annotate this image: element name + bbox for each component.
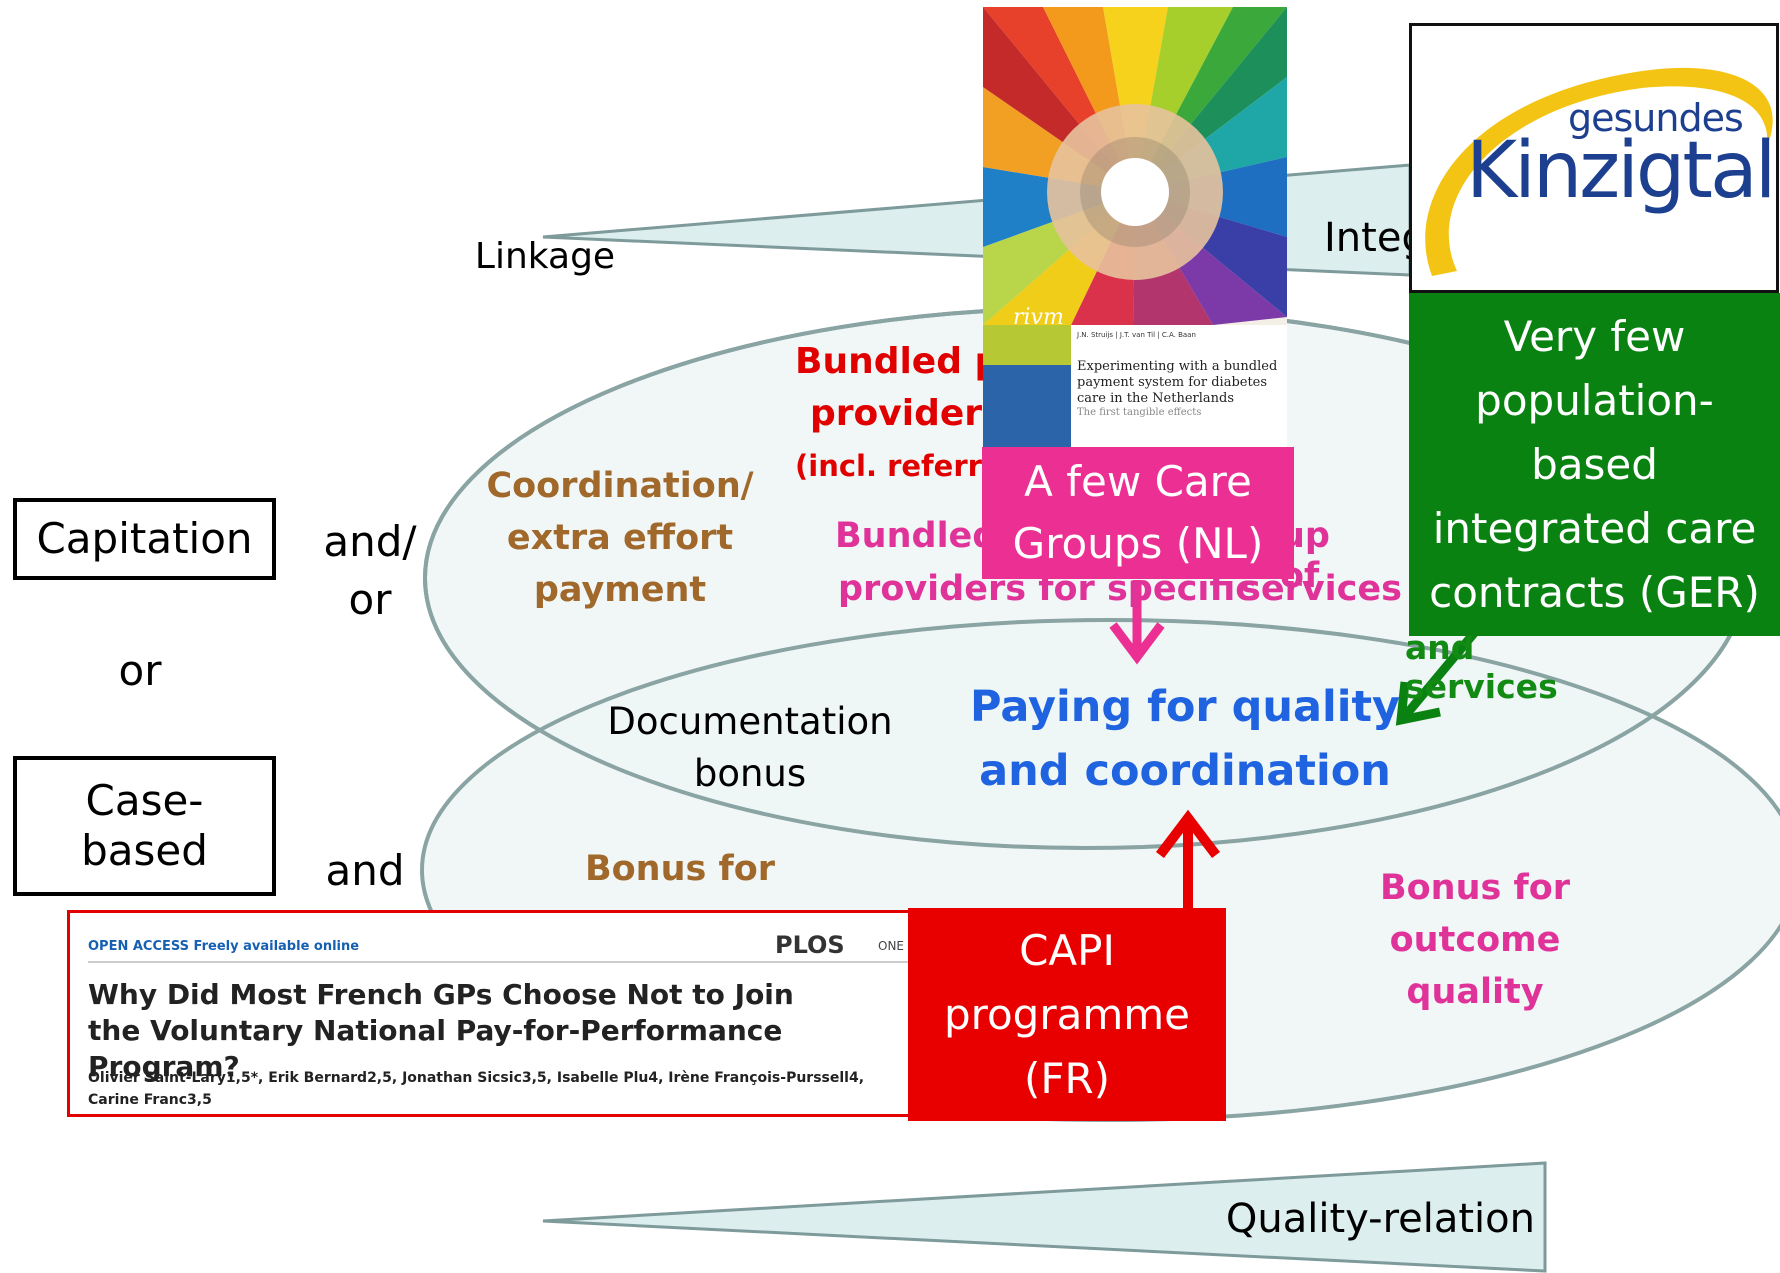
quality-relation-label: Quality-relation: [1225, 1196, 1535, 1242]
cover-title: Experimenting with a bundled payment sys…: [1077, 359, 1278, 406]
capitation-label: Capitation: [36, 513, 253, 563]
or-label: or: [118, 646, 162, 695]
capi-programme-callout: CAPI programme (FR): [908, 908, 1226, 1121]
paying-line-2: and coordination: [979, 746, 1391, 796]
open-access-label: OPEN ACCESS Freely available online: [88, 939, 360, 954]
and-or-label: and/ or: [315, 513, 425, 629]
bundled-payment-line-3: (incl. referra: [795, 449, 1002, 483]
logo-line-2: Kinzigtal: [1466, 126, 1776, 216]
logo-line-1: gesundes: [1568, 96, 1744, 140]
and-services-label: and services: [1405, 628, 1558, 706]
ger-arrow-head: [1395, 681, 1441, 726]
linkage-label: Linkage: [474, 236, 616, 277]
care-groups-line-2: Groups (NL): [1012, 519, 1264, 568]
paying-line-1: Paying for quality: [969, 682, 1401, 732]
ger-line-2: population-: [1475, 375, 1714, 425]
plos-one-label: ONE: [878, 939, 905, 953]
coordination-payment-label: Coordination/ extra effort payment: [485, 460, 755, 616]
and-or-line-2: or: [348, 575, 392, 624]
care-groups-callout: A few Care Groups (NL): [982, 447, 1294, 579]
care-groups-line-1: A few Care: [1024, 457, 1252, 506]
bonus-outcome-line-2: outcome: [1389, 920, 1561, 960]
case-based-line-1: Case-: [85, 775, 204, 825]
rivm-brand: rivm: [1013, 305, 1064, 330]
plos-divider: [88, 961, 918, 963]
documentation-bonus-label: Documentation bonus: [600, 696, 900, 800]
case-based-line-2: based: [81, 826, 208, 875]
kinzigtal-logo: gesundes Kinzigtal: [1409, 23, 1779, 293]
ger-contracts-callout: Very few population- based integrated ca…: [1409, 293, 1780, 636]
case-based-box: Case- based: [13, 756, 276, 896]
cover-subtitle: The first tangible effects: [1077, 407, 1202, 418]
ger-arrow-shaft: [1401, 629, 1479, 719]
ger-line-3: based: [1531, 439, 1658, 489]
care-groups-arrow-head: [1109, 622, 1165, 665]
coordination-line-2: extra effort: [506, 518, 734, 558]
capi-line-3: (FR): [1023, 1053, 1111, 1103]
bonus-outcome-line-1: Bonus for: [1379, 868, 1571, 908]
capitation-box: Capitation: [13, 498, 276, 580]
documentation-line-2: bonus: [693, 752, 807, 795]
cover-authors: J.N. Struijs | J.T. van Til | C.A. Baan: [1077, 331, 1196, 339]
ger-line-4: integrated care: [1432, 503, 1757, 553]
quality-relation-wedge: [542, 1161, 1547, 1273]
plos-brand: PLOS: [775, 931, 845, 959]
bonus-outcome-line-3: quality: [1406, 972, 1544, 1012]
bundled-group-left: Bundled: [835, 516, 998, 556]
ger-line-1: Very few: [1503, 311, 1686, 361]
documentation-line-1: Documentation: [607, 700, 893, 743]
coordination-line-1: Coordination/: [486, 466, 754, 506]
bonus-outcome-quality-label: Bonus for outcome quality: [1360, 862, 1590, 1018]
plos-authors: Olivier Saint-Lary1,5*, Erik Bernard2,5,…: [88, 1070, 865, 1108]
logo-swoosh: [1425, 67, 1773, 276]
plos-title: Why Did Most French GPs Choose Not to Jo…: [88, 978, 794, 1083]
capi-line-2: programme: [943, 989, 1191, 1039]
paying-for-quality-label: Paying for quality and coordination: [960, 675, 1410, 803]
cover-text-panel: J.N. Struijs | J.T. van Til | C.A. Baan …: [1071, 325, 1287, 447]
plos-article-header: OPEN ACCESS Freely available online PLOS…: [67, 910, 927, 1117]
capi-line-1: CAPI: [1019, 925, 1115, 975]
bonus-for-label: Bonus for: [584, 849, 776, 889]
rivm-report-cover: rivm J.N. Struijs | J.T. van Til | C.A. …: [983, 7, 1287, 447]
ger-line-5: contracts (GER): [1429, 567, 1760, 617]
and-or-line-1: and/: [323, 517, 417, 566]
capi-arrow-head: [1156, 809, 1220, 859]
and-label: and: [325, 846, 405, 895]
coordination-line-3: payment: [533, 570, 707, 610]
